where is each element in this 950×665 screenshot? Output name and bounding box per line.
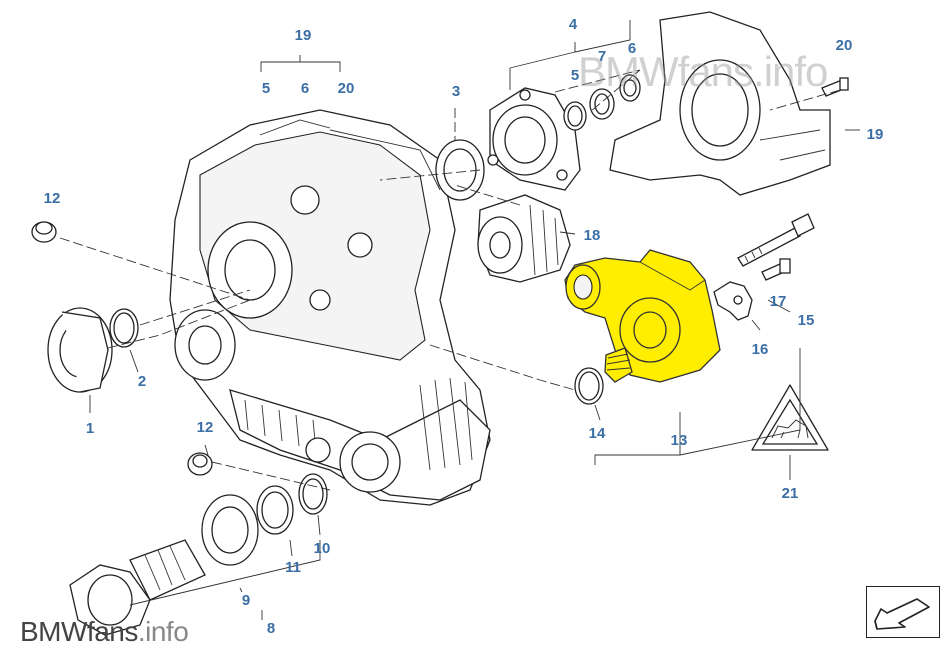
part-17-bolt[interactable] — [761, 258, 791, 281]
watermark-tld: .info — [137, 616, 189, 647]
callout-5-group: 5 — [262, 80, 270, 97]
callout-20-group: 20 — [338, 80, 355, 97]
part-4-flange-cover[interactable] — [487, 87, 581, 191]
callout-12-lower: 12 — [197, 419, 214, 436]
watermark-brand: BMWfans — [20, 616, 138, 647]
callout-19-group: 19 — [295, 27, 312, 44]
callout-15: 15 — [798, 312, 815, 329]
callout-4: 4 — [569, 16, 578, 33]
part-10-o-ring[interactable] — [298, 473, 328, 515]
leader-lines — [59, 20, 860, 620]
callout-3: 3 — [452, 83, 460, 100]
callout-20: 20 — [836, 37, 853, 54]
callout-16: 16 — [752, 341, 769, 358]
part-2-o-ring[interactable] — [109, 308, 139, 348]
part-20-bolt-upper[interactable] — [821, 77, 849, 97]
part-1-shaft-seal[interactable] — [47, 307, 113, 393]
part-15-bolt[interactable] — [737, 213, 815, 267]
part-16-sensor-clip[interactable] — [713, 281, 753, 321]
callout-labels: 1 2 3 4 5 7 6 19 5 6 20 20 19 12 18 17 1… — [44, 16, 884, 637]
watermark-top: BMWfans.info — [578, 48, 828, 95]
part-18-gear-wheel[interactable] — [477, 194, 571, 283]
callout-18: 18 — [584, 227, 601, 244]
transfer-case-housing[interactable] — [169, 109, 491, 506]
part-5-ring[interactable] — [563, 101, 587, 131]
callout-5-upper: 5 — [571, 67, 579, 84]
service-warning-triangle-icon — [751, 384, 829, 451]
callout-9: 9 — [242, 592, 250, 609]
part-19-bracket[interactable] — [609, 11, 831, 196]
part-12-plug-upper[interactable] — [31, 221, 57, 243]
part-11-seal[interactable] — [201, 494, 259, 566]
part-3-seal-ring[interactable] — [435, 139, 485, 201]
part-10-ring[interactable] — [256, 485, 294, 535]
return-arrow-icon — [874, 598, 930, 630]
callout-19: 19 — [867, 126, 884, 143]
callout-7: 7 — [598, 48, 606, 65]
callout-2: 2 — [138, 373, 146, 390]
part-12-plug-lower[interactable] — [187, 452, 213, 476]
callout-12-upper: 12 — [44, 190, 61, 207]
callout-6-upper: 6 — [628, 40, 636, 57]
callout-11: 11 — [285, 559, 301, 576]
callout-17: 17 — [770, 293, 787, 310]
watermark-bottom: BMWfans.info — [20, 616, 189, 648]
callout-8: 8 — [267, 620, 275, 637]
callout-21: 21 — [782, 485, 799, 502]
part-6-ring[interactable] — [619, 74, 641, 102]
part-13-servo-motor[interactable] — [564, 249, 721, 383]
callout-13: 13 — [671, 432, 688, 449]
callout-1: 1 — [86, 420, 94, 437]
part-14-o-ring[interactable] — [574, 367, 604, 405]
callout-10: 10 — [314, 540, 331, 557]
part-7-ring[interactable] — [589, 88, 615, 120]
return-navigation-button[interactable] — [866, 586, 940, 638]
callout-6-group: 6 — [301, 80, 309, 97]
callout-14: 14 — [589, 425, 606, 442]
part-9-output-flange[interactable] — [69, 539, 206, 636]
